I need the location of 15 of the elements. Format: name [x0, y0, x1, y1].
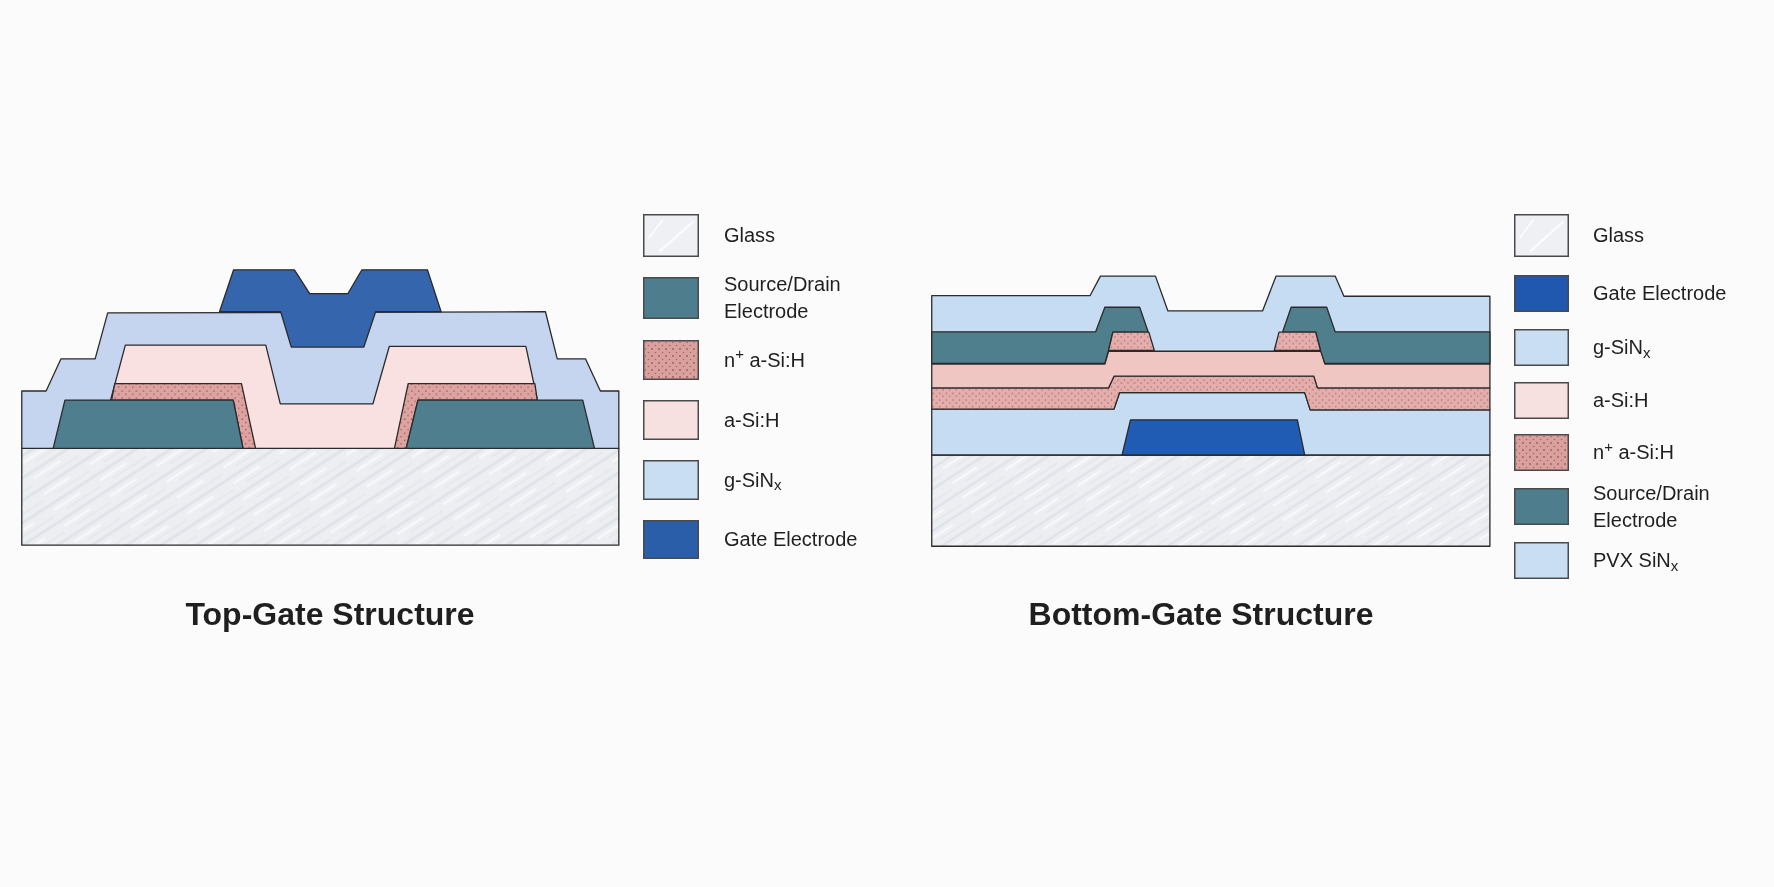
legend-label: Glass: [724, 223, 776, 248]
legend-label: n$^{+}$ a-Si:H: [724, 346, 805, 373]
legend-label: Source/Drain Electrode: [1593, 480, 1711, 533]
legend-label: g-SiN$_{x}$: [724, 467, 782, 494]
structure-title: Bottom-Gate Structure: [1028, 595, 1374, 634]
legend-label: Gate Electrode: [724, 527, 858, 552]
legend-label: Source/Drain Electrode: [724, 272, 842, 324]
legend-label: Gate Electrode: [1593, 281, 1727, 306]
legend-label: a-Si:H: [724, 407, 780, 433]
legend-label: a-Si:H: [1593, 388, 1649, 413]
legend-label: PVX SiN$_{x}$: [1593, 548, 1679, 574]
legend-label: n$^{+}$ a-Si:H: [1593, 439, 1674, 465]
structure-title: Top-Gate Structure: [185, 595, 475, 634]
legend-label: Glass: [1593, 223, 1645, 248]
legend-label: g-SiN$_{x}$: [1593, 335, 1651, 361]
